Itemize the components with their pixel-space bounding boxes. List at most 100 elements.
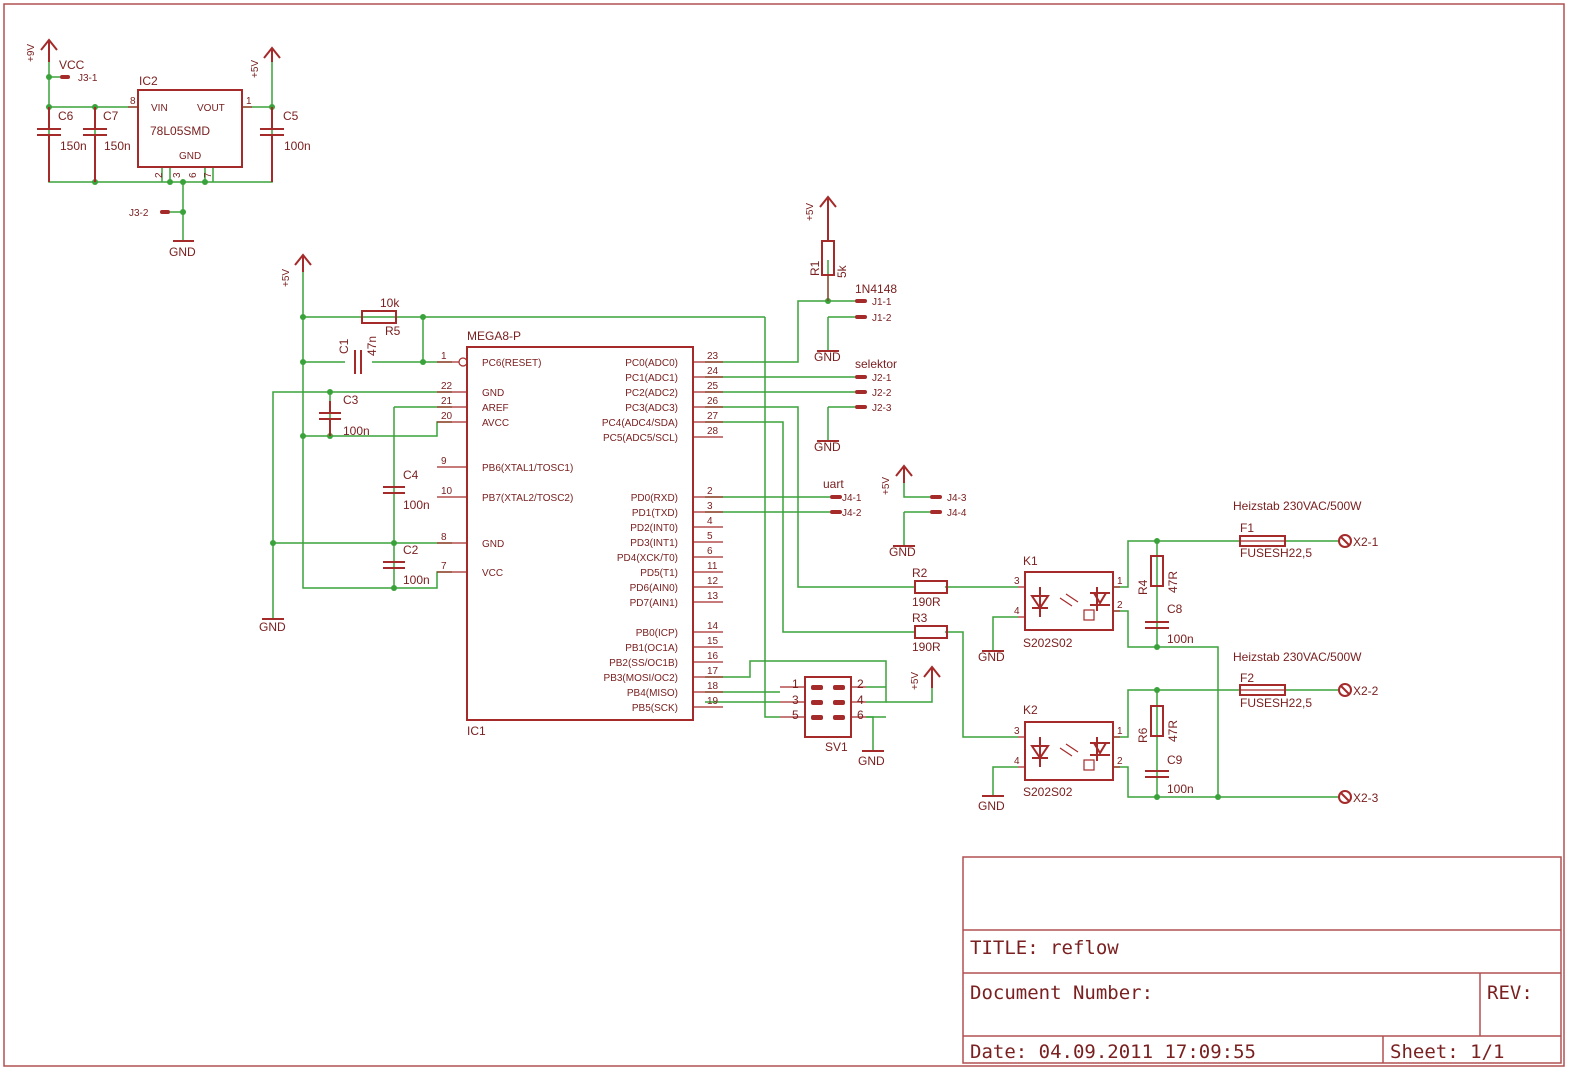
regulator-pin-number-7: 7 [203,172,214,178]
mcu-left-pin-number: 8 [441,532,447,543]
capacitor-c2-name: C2 [403,543,419,557]
terminal-x2-3 [1338,790,1352,804]
ground-label-isp: GND [858,754,885,768]
connector-j2-3-label: J2-3 [872,403,892,414]
capacitor-c3-value: 100n [343,424,370,438]
connector-j2-2 [855,390,867,394]
resistor-r3-name: R3 [912,611,928,625]
terminal-x2-2 [1338,683,1352,697]
supply-5v-label-isp: +5V [910,672,921,690]
supply-5v-symbol-regulator [263,46,281,62]
mcu-left-pin-label: PC6(RESET) [482,358,541,369]
date-field: Date: 04.09.2011 17:09:55 [970,1041,1256,1063]
fuse-f1-name: F1 [1240,521,1254,535]
regulator-pin-vout: VOUT [197,103,225,114]
fuse-f1 [1239,535,1286,547]
relay-k2-pin-1: 1 [1117,726,1123,737]
mcu-right-pin-number: 3 [707,501,713,512]
relay-k1-name: K1 [1023,554,1038,568]
mcu-left-pin-number: 9 [441,456,447,467]
capacitor-c6 [37,107,61,182]
capacitor-c8 [1145,621,1169,629]
supply-5v-symbol-mcu [294,253,312,272]
supply-5v-symbol-reset [819,195,837,240]
microcontroller-name: IC1 [467,724,486,738]
mcu-right-pin-label: PC0(ADC0) [625,358,678,369]
mcu-left-pin-label: GND [482,539,504,550]
capacitor-c8-value: 100n [1167,632,1194,646]
isp-pin-3: 3 [792,693,799,707]
resistor-r5-value: 10k [380,296,400,310]
resistor-r2-name: R2 [912,566,928,580]
capacitor-c9 [1145,770,1169,778]
regulator-pin-number-vout: 1 [246,96,252,107]
capacitor-c1-name: C1 [337,338,351,354]
capacitor-c3-name: C3 [343,393,359,407]
revision-field: REV: [1487,982,1533,1004]
regulator-pin-number-3: 3 [172,172,183,178]
capacitor-c7-name: C7 [103,109,119,123]
mcu-right-pin-number: 5 [707,531,713,542]
mcu-right-pin-label: PD3(INT1) [630,538,678,549]
title-field: TITLE: reflow [970,937,1119,959]
connector-j4-4-label: J4-4 [947,508,967,519]
supply-5v-label-reset: +5V [805,203,816,221]
regulator-pin-gnd: GND [179,151,201,162]
mcu-right-pin-label: PB2(SS/OC1B) [609,658,678,669]
capacitor-c7 [83,107,107,182]
mcu-right-pin-label: PD7(AIN1) [630,598,678,609]
regulator-pin-number-6: 6 [188,172,199,178]
connector-j4-4 [930,510,942,514]
relay-k2-pin-4: 4 [1014,756,1020,767]
supply-5v-label-mcu: +5V [281,269,292,287]
mcu-right-pin-label: PC5(ADC5/SCL) [603,433,678,444]
sheet-frame [3,3,1565,1067]
relay-k2-value: S202S02 [1023,785,1073,799]
resistor-r5 [361,310,397,324]
resistor-r3 [914,625,948,639]
terminal-x2-1-label: X2-1 [1353,535,1379,549]
mcu-right-pin-number: 12 [707,576,719,587]
mcu-left-pin-label: PB7(XTAL2/TOSC2) [482,493,573,504]
mcu-right-pin-label: PD0(RXD) [631,493,678,504]
mcu-right-pin-number: 13 [707,591,719,602]
isp-pin-6: 6 [857,708,864,722]
resistor-r6 [1150,705,1164,737]
mcu-right-pin-number: 6 [707,546,713,557]
capacitor-c9-value: 100n [1167,782,1194,796]
connector-j3-1-label: J3-1 [78,73,98,84]
capacitor-c4-name: C4 [403,468,419,482]
mcu-left-pin-label: PB6(XTAL1/TOSC1) [482,463,573,474]
capacitor-c6-value: 150n [60,139,87,153]
mcu-right-pin-number: 23 [707,351,719,362]
connector-j4-2 [830,510,842,514]
relay-k1-pin-4: 4 [1014,606,1020,617]
ground-label-j4: GND [889,545,916,559]
mcu-right-pin-label: PC2(ADC2) [625,388,678,399]
terminal-x2-2-label: X2-2 [1353,684,1379,698]
capacitor-c3 [319,401,341,436]
mcu-left-pin-label: VCC [482,568,503,579]
terminal-x2-3-label: X2-3 [1353,791,1379,805]
vcc-label: VCC [59,58,85,72]
mcu-right-pin-label: PC1(ADC1) [625,373,678,384]
mcu-right-pin-number: 27 [707,411,719,422]
isp-pin-1: 1 [792,677,799,691]
capacitor-c2 [383,561,405,569]
mcu-left-pin-number: 7 [441,561,447,572]
solid-state-relay-k2 [1018,721,1120,781]
mcu-right-pin-label: PB5(SCK) [632,703,678,714]
capacitor-c4 [383,486,405,494]
connector-j2-3 [855,405,867,409]
mcu-right-pin-number: 18 [707,681,719,692]
junction-dots [46,74,1221,800]
mcu-left-pin-label: AVCC [482,418,509,429]
resistor-r4 [1150,555,1164,587]
capacitor-c5-name: C5 [283,109,299,123]
mcu-left-pin-label: GND [482,388,504,399]
mcu-left-pin-number: 10 [441,486,453,497]
mcu-right-pin-number: 17 [707,666,719,677]
selektor-label: selektor [855,357,897,371]
mcu-right-pin-label: PD2(INT0) [630,523,678,534]
